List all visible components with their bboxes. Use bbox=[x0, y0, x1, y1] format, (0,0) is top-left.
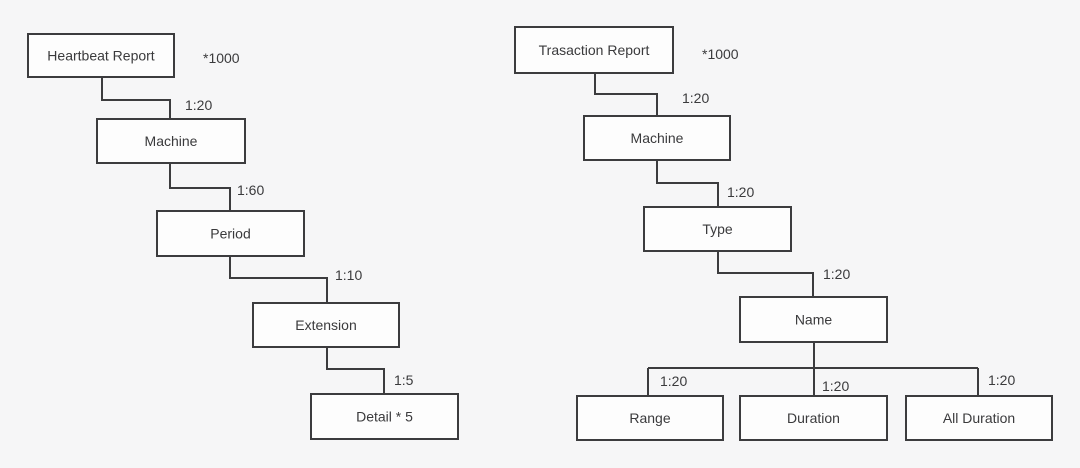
node-duration-box bbox=[739, 395, 888, 441]
heartbeat-report-tree: Heartbeat Report Machine Period Extensio… bbox=[27, 33, 459, 440]
node-transaction-report-box bbox=[514, 26, 674, 74]
edge-extension-detail bbox=[326, 347, 385, 394]
node-heartbeat-report-label: Heartbeat Report bbox=[47, 48, 155, 64]
node-type-label: Type bbox=[702, 221, 733, 237]
edge-machine-type bbox=[656, 160, 719, 207]
node-detail-box bbox=[310, 393, 459, 440]
edge-label-period-extension: 1:10 bbox=[335, 267, 362, 283]
multiplier-label-right: *1000 bbox=[702, 46, 739, 62]
node-transaction-report-label: Trasaction Report bbox=[539, 42, 650, 58]
edge-name-children-branch bbox=[647, 342, 979, 396]
edge-transaction-machine bbox=[594, 73, 658, 116]
node-machine-right-box bbox=[583, 115, 731, 161]
multiplier-label-left: *1000 bbox=[203, 50, 240, 66]
edge-period-extension bbox=[229, 256, 328, 303]
edge-label-name-range: 1:20 bbox=[660, 373, 687, 389]
node-all-duration-box bbox=[905, 395, 1053, 441]
node-range-label: Range bbox=[629, 410, 670, 426]
node-machine-left-label: Machine bbox=[145, 133, 198, 149]
node-machine-right-label: Machine bbox=[631, 130, 684, 146]
edge-label-heartbeat-machine: 1:20 bbox=[185, 97, 212, 113]
edge-label-machine-period: 1:60 bbox=[237, 182, 264, 198]
transaction-report-tree: Trasaction Report Machine Type Name Rang… bbox=[514, 26, 1053, 441]
edge-machine-period bbox=[169, 163, 231, 211]
edge-label-machine-type: 1:20 bbox=[727, 184, 754, 200]
edge-label-name-all-duration: 1:20 bbox=[988, 372, 1015, 388]
node-type-box bbox=[643, 206, 792, 252]
edge-label-type-name: 1:20 bbox=[823, 266, 850, 282]
node-detail-label: Detail * 5 bbox=[356, 409, 413, 425]
node-name-label: Name bbox=[795, 312, 833, 328]
edge-label-transaction-machine: 1:20 bbox=[682, 90, 709, 106]
node-extension-label: Extension bbox=[295, 317, 356, 333]
edge-label-extension-detail: 1:5 bbox=[394, 372, 414, 388]
edge-type-name bbox=[717, 251, 814, 297]
node-machine-left-box bbox=[96, 118, 246, 164]
node-extension-box bbox=[252, 302, 400, 348]
edge-heartbeat-machine bbox=[101, 77, 171, 119]
node-range-box bbox=[576, 395, 724, 441]
edge-label-name-duration: 1:20 bbox=[822, 378, 849, 394]
node-period-box bbox=[156, 210, 305, 257]
node-name-box bbox=[739, 296, 888, 343]
node-duration-label: Duration bbox=[787, 410, 840, 426]
node-period-label: Period bbox=[210, 226, 250, 242]
node-all-duration-label: All Duration bbox=[943, 410, 1015, 426]
node-heartbeat-report-box bbox=[27, 33, 175, 78]
